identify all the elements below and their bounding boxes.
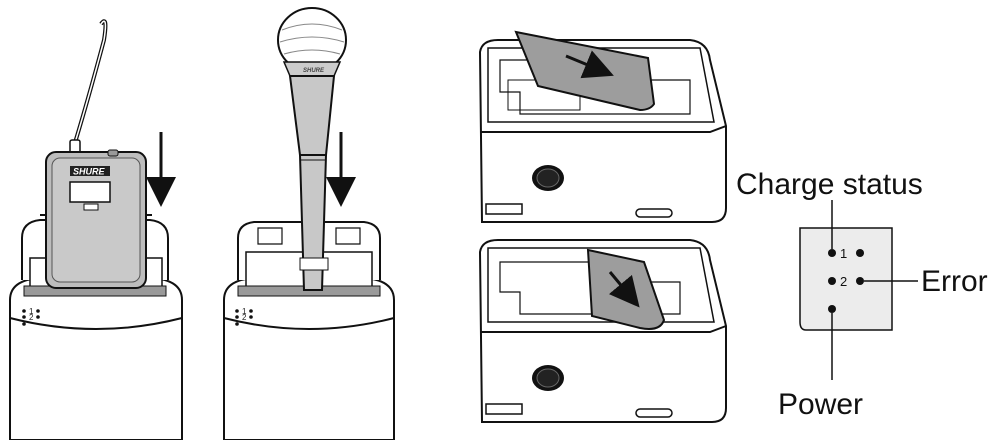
charger-battery-bottom bbox=[478, 239, 727, 423]
led-error-dot bbox=[856, 277, 864, 285]
panel-led-label-1: 1 bbox=[840, 246, 847, 261]
mic-brand: SHURE bbox=[303, 68, 325, 74]
charger-led-label-1: 1 bbox=[29, 307, 34, 316]
charger-base-middle: 1 2 bbox=[223, 221, 395, 441]
charger-bodypack-scene: 1 2 SHURE bbox=[9, 19, 183, 441]
charger-battery-top bbox=[478, 30, 727, 223]
error-label: Error bbox=[921, 265, 988, 298]
charger-led-label-2b: 2 bbox=[242, 313, 247, 322]
battery-insert-arrow-bottom bbox=[608, 271, 640, 308]
charger-led-label-1b: 1 bbox=[242, 307, 247, 316]
charge-status-label: Charge status bbox=[736, 168, 923, 201]
led-charge-status-dot bbox=[828, 249, 836, 257]
panel-led-label-2: 2 bbox=[840, 274, 847, 289]
bodypack-transmitter: SHURE bbox=[40, 19, 152, 289]
battery-insert-arrow-top bbox=[565, 50, 614, 79]
power-label: Power bbox=[778, 388, 863, 421]
led-power-dot bbox=[828, 305, 836, 313]
charger-handheld-scene: 1 2 SHURE bbox=[223, 7, 395, 441]
led-indicator-panel: 1 2 Charge status Error Power bbox=[736, 168, 988, 421]
handheld-microphone: SHURE bbox=[277, 7, 347, 291]
bodypack-brand: SHURE bbox=[73, 167, 106, 177]
charger-led-label-2: 2 bbox=[29, 313, 34, 322]
